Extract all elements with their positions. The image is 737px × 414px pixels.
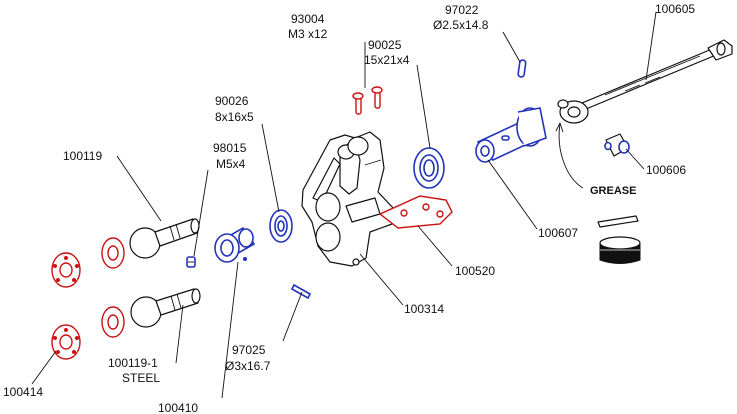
label-100606: 100606: [646, 163, 686, 177]
pin-97025: [290, 283, 312, 300]
label-97025: 97025: [232, 343, 266, 357]
label-90026: 90026: [215, 94, 249, 108]
label-93004-desc: M3 x12: [288, 27, 328, 41]
label-grease: GREASE: [590, 185, 636, 197]
set-screw-98015: [186, 256, 196, 268]
label-97022: 97022: [445, 3, 479, 17]
leader-lines: [31, 11, 657, 399]
label-90025-desc: 15x21x4: [364, 53, 410, 67]
label-100605: 100605: [655, 2, 695, 16]
coupler-100606: [604, 133, 630, 157]
label-97022-desc: Ø2.5x14.8: [433, 18, 489, 32]
screws-93004: [352, 86, 383, 115]
label-100607: 100607: [538, 226, 578, 240]
label-100314: 100314: [404, 302, 444, 316]
label-steel: STEEL: [122, 371, 160, 385]
label-100414: 100414: [3, 385, 43, 399]
arm-plate-100520: [378, 195, 453, 229]
bushing-100410: [214, 226, 256, 263]
label-98015: 98015: [213, 141, 247, 155]
grease-arrow: [558, 123, 584, 189]
hub-carrier-100314: [301, 131, 396, 267]
ball-nut-upper: [51, 252, 81, 288]
ball-stud-100119-1: [130, 288, 201, 328]
label-90025: 90025: [368, 38, 402, 52]
drive-shaft-100605: [557, 39, 733, 124]
label-100410: 100410: [158, 401, 198, 414]
ball-stud-100119: [129, 218, 200, 259]
label-90026-desc: 8x16x5: [215, 110, 254, 124]
ball-cup-upper: [101, 237, 125, 269]
outdrive-100607: [475, 107, 547, 163]
cross-pin-97022: [517, 59, 527, 78]
label-98015-desc: M5x4: [216, 157, 246, 171]
bearing-90025: [413, 147, 445, 189]
part-labels: 93004 M3 x12 97022 Ø2.5x14.8 100605 9002…: [3, 2, 695, 414]
ball-cup-lower: [101, 306, 125, 338]
grease-tub: [597, 215, 641, 264]
label-93004: 93004: [291, 12, 325, 26]
label-100119: 100119: [63, 149, 102, 163]
label-97025-desc: Ø3x16.7: [225, 359, 271, 373]
bearing-90026: [269, 209, 293, 243]
label-100119-1: 100119-1: [108, 356, 158, 370]
label-100520: 100520: [455, 264, 495, 278]
ball-nut-lower-100414: [51, 324, 81, 360]
